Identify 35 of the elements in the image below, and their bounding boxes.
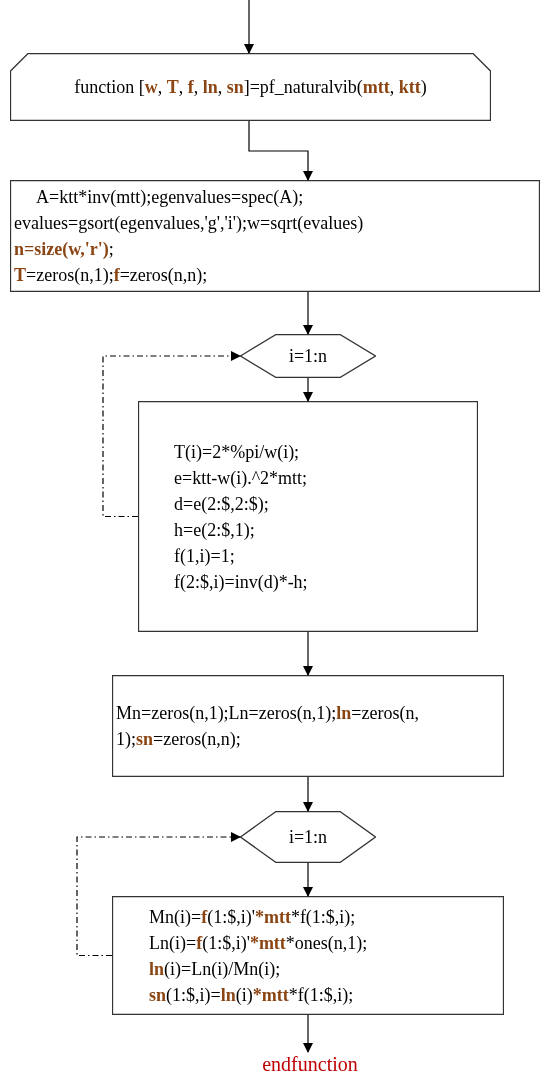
code-line: f(1,i)=1;: [174, 544, 236, 568]
code-line: Mn=zeros(n,1);Ln=zeros(n,1);ln=zeros(n, 1);sn=zeros(n,n);: [116, 702, 420, 751]
process-box: [112, 675, 504, 777]
code-line: sn(1:$,i)=ln(i)*mtt*f(1:$,i);: [149, 983, 355, 1007]
flow-arrow: [303, 377, 313, 402]
flow-arrow: [303, 291, 313, 335]
code-line: Ln(i)=f(1:$,i)'*mtt*ones(n,1);: [149, 931, 369, 955]
code-line: f(2:$,i)=inv(d)*-h;: [174, 570, 309, 594]
flow-arrow: [303, 631, 313, 676]
code-line: T=zeros(n,1);f=zeros(n,n);: [14, 264, 209, 287]
code-line: Mn(i)=f(1:$,i)'*mtt*f(1:$,i);: [149, 905, 357, 929]
loop-back-arrow: [76, 832, 241, 957]
process-box: [10, 180, 540, 292]
flow-arrow: [303, 1014, 313, 1053]
flow-arrow: [303, 776, 313, 812]
flow-arrow: [303, 862, 313, 897]
loop-hexagon: [240, 334, 376, 378]
code-line: ln(i)=Ln(i)/Mn(i);: [149, 957, 282, 981]
code-line: n=size(w,'r');: [14, 238, 115, 261]
code-line: h=e(2:$,1);: [174, 518, 256, 542]
process-box: [112, 896, 504, 1015]
code-line: T(i)=2*%pi/w(i);: [174, 440, 301, 464]
loop-hexagon: [240, 811, 376, 863]
flow-arrow: [244, 0, 254, 54]
end-text: endfunction: [262, 1052, 358, 1077]
flow-arrow: [248, 120, 313, 181]
code-line: A=ktt*inv(mtt);egenvalues=spec(A); evalues=gsort(egenvalues,'g','i');w=sqrt(evalues): [14, 186, 365, 235]
function-header-box: [10, 53, 491, 121]
loop-back-arrow: [102, 351, 241, 518]
code-line: function [w, T, f, ln, sn]=pf_naturalvib(mtt, ktt): [74, 76, 427, 99]
process-box: [138, 401, 478, 632]
code-line: e=ktt-w(i).^2*mtt;: [174, 466, 309, 490]
code-line: d=e(2:$,2:$);: [174, 492, 270, 516]
code-line: i=1:n: [288, 345, 328, 368]
code-line: i=1:n: [288, 826, 328, 849]
